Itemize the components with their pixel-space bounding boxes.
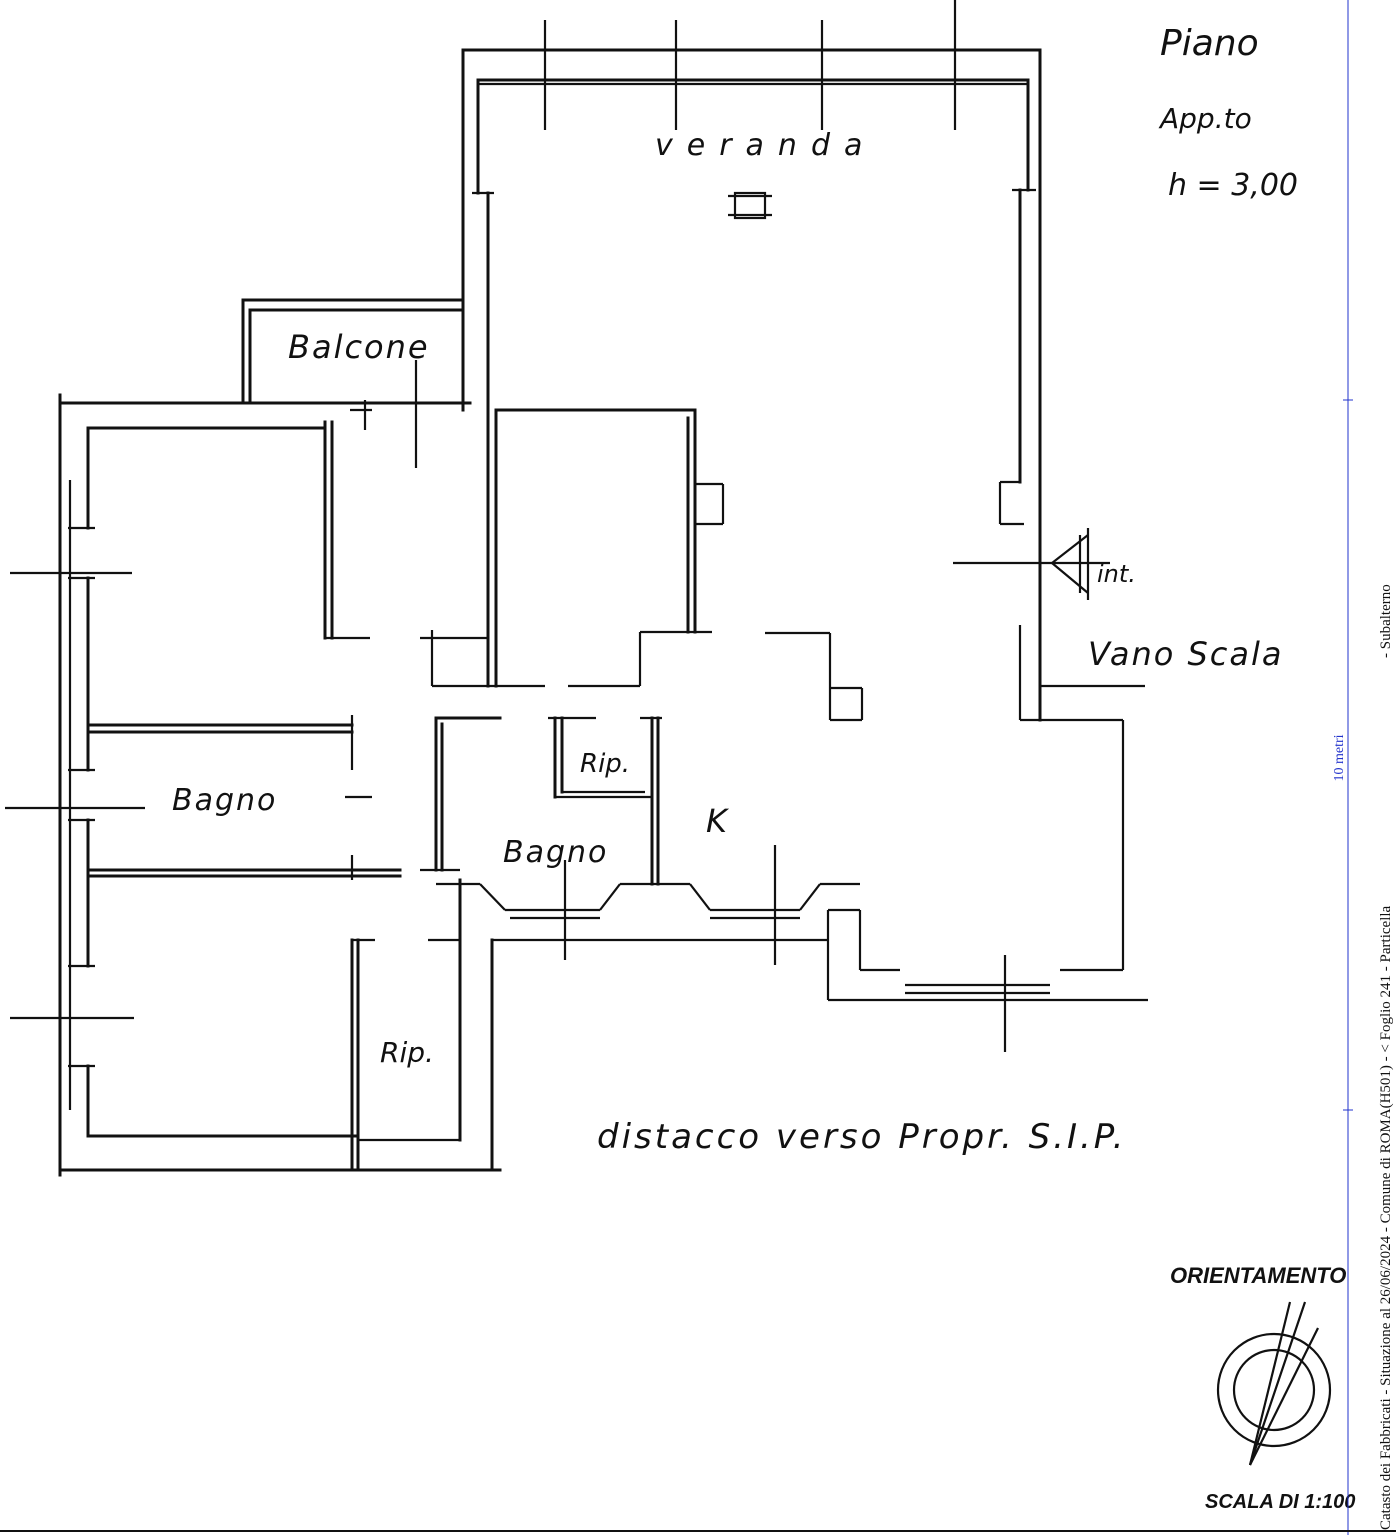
room-label-rip-lower: Rip.: [380, 1036, 434, 1069]
room-label-rip-small: Rip.: [580, 749, 630, 779]
rip-lower-walls: [350, 878, 828, 1172]
orientation-label: ORIENTAMENTO: [1170, 1263, 1346, 1288]
outer-walls: [5, 393, 502, 1177]
cadastral-margin: 10 metri Catasto dei Fabbricati - Situaz…: [1332, 0, 1394, 1535]
label-int: int.: [1097, 560, 1136, 588]
bagno-center-walls: [420, 716, 860, 965]
header-height: h = 3,00: [1168, 168, 1298, 203]
room-label-kitchen: K: [706, 802, 730, 840]
bagno-left-walls: [86, 715, 402, 880]
compass-icon: [1216, 1301, 1332, 1466]
interior-walls: [323, 400, 1148, 1052]
note-distacco: distacco verso Propr. S.I.P.: [597, 1117, 1126, 1157]
room-label-vano-scala: Vano Scala: [1088, 635, 1284, 673]
veranda-walls: [461, 0, 1042, 692]
header-appto: App.to: [1158, 102, 1252, 135]
balcone-walls: [241, 298, 465, 468]
entrance-arrow: [1050, 528, 1090, 600]
header-piano: Piano: [1160, 23, 1259, 64]
scale-label: SCALA DI 1:100: [1205, 1491, 1355, 1513]
scale-bar-label: 10 metri: [1332, 734, 1347, 781]
room-label-bagno-left: Bagno: [172, 783, 277, 818]
margin-suffix: - Subalterno: [1378, 584, 1394, 658]
room-label-bagno-center: Bagno: [503, 835, 608, 870]
margin-text: Catasto dei Fabbricati - Situazione al 2…: [1378, 905, 1394, 1530]
room-label-balcone: Balcone: [288, 328, 430, 366]
room-label-veranda: veranda: [655, 128, 876, 163]
